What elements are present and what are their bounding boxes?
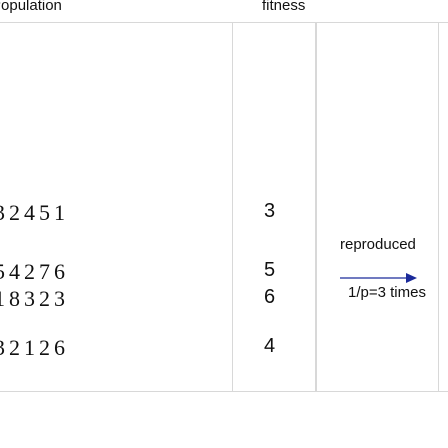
- chromosome-3: 18323: [0, 286, 69, 311]
- reproduced-label: reproduced: [340, 236, 416, 253]
- reproduction-rule: 1/p=3 times: [348, 284, 426, 301]
- fitness-value-4: 4: [264, 335, 276, 357]
- population-header: Population: [0, 0, 62, 14]
- population-panel: [0, 22, 234, 392]
- reproduce-arrow-icon: [340, 273, 417, 283]
- fitness-panel: [232, 22, 316, 392]
- fitness-value-2: 5: [264, 259, 276, 281]
- fitness-header: fitness: [262, 0, 306, 14]
- chromosome-2: 54276: [0, 259, 69, 284]
- reproduction-panel: [316, 22, 440, 392]
- fitness-value-1: 3: [264, 200, 276, 222]
- fitness-value-3: 6: [264, 286, 276, 308]
- chromosome-1: 32451: [0, 200, 69, 225]
- next-panel: [438, 22, 448, 392]
- chromosome-4: 32126: [0, 335, 69, 360]
